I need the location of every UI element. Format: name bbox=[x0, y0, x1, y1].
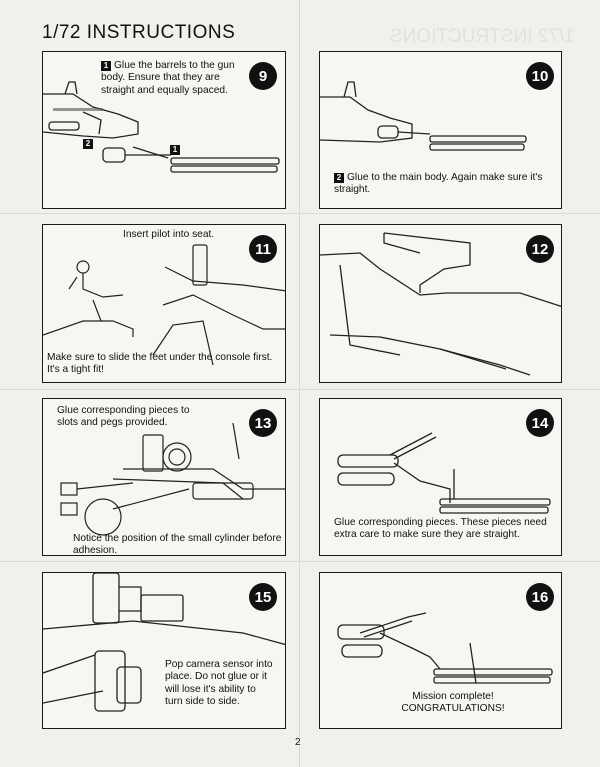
step-number-badge: 11 bbox=[249, 235, 277, 263]
step-14-illustration bbox=[337, 432, 551, 514]
callout-badge: 2 bbox=[83, 139, 93, 149]
page-number: 2 bbox=[295, 737, 301, 748]
step-9-instruction: Glue the barrels to the gun body. Ensure… bbox=[101, 60, 235, 96]
page-fold-vertical bbox=[299, 0, 300, 767]
step-16-text-2: CONGRATULATIONS! bbox=[401, 703, 505, 714]
step-13-panel: 13 Glue corresponding pieces to slots an… bbox=[42, 398, 286, 556]
step-number-badge: 16 bbox=[526, 583, 554, 611]
step-13-illustration bbox=[60, 422, 285, 536]
step-number-badge: 12 bbox=[526, 235, 554, 263]
callout-badge: 2 bbox=[334, 173, 344, 183]
step-13-text-top: Glue corresponding pieces to slots and p… bbox=[57, 405, 190, 429]
page-fold-horizontal bbox=[0, 561, 600, 562]
step-14-text: Glue corresponding pieces. These pieces … bbox=[334, 517, 547, 541]
step-16-illustration bbox=[337, 612, 553, 684]
step-10-illustration bbox=[320, 81, 527, 151]
page-fold-horizontal bbox=[0, 213, 600, 214]
step-15-illustration bbox=[43, 573, 285, 712]
step-number-badge: 9 bbox=[249, 62, 277, 90]
step-number-badge: 10 bbox=[526, 62, 554, 90]
step-11-text-top: Insert pilot into seat. bbox=[123, 229, 215, 240]
step-10-instruction: Glue to the main body. Again make sure i… bbox=[334, 172, 543, 196]
step-number-badge: 13 bbox=[249, 409, 277, 437]
page-title: 1/72 INSTRUCTIONS bbox=[42, 22, 236, 43]
step-12-panel: 12 bbox=[319, 224, 562, 383]
callout-badge: 1 bbox=[101, 61, 111, 71]
step-11-illustration bbox=[43, 244, 285, 366]
step-number-badge: 15 bbox=[249, 583, 277, 611]
page-fold-horizontal bbox=[0, 389, 600, 390]
step-9-illustration bbox=[43, 81, 280, 173]
step-number-badge: 14 bbox=[526, 409, 554, 437]
step-11-panel: 11 Insert pilot into seat. Make sure to … bbox=[42, 224, 286, 383]
step-15-panel: 15 Pop camera sensor into place. Do not … bbox=[42, 572, 286, 729]
callout-badge: 1 bbox=[170, 145, 180, 155]
step-15-text: Pop camera sensor into place. Do not glu… bbox=[165, 659, 273, 708]
step-11-text-bottom: Make sure to slide the feet under the co… bbox=[47, 352, 273, 376]
step-16-panel: 16 Mission complete! CONGRATULATIONS! bbox=[319, 572, 562, 729]
step-12-illustration bbox=[320, 232, 561, 376]
step-16-text-1: Mission complete! bbox=[412, 691, 494, 702]
step-14-panel: 14 Glue corresponding pieces. These piec… bbox=[319, 398, 562, 556]
bleed-through-title: 1/72 INSTRUCTIONS bbox=[390, 26, 575, 47]
step-13-text-bottom: Notice the position of the small cylinde… bbox=[73, 533, 282, 556]
